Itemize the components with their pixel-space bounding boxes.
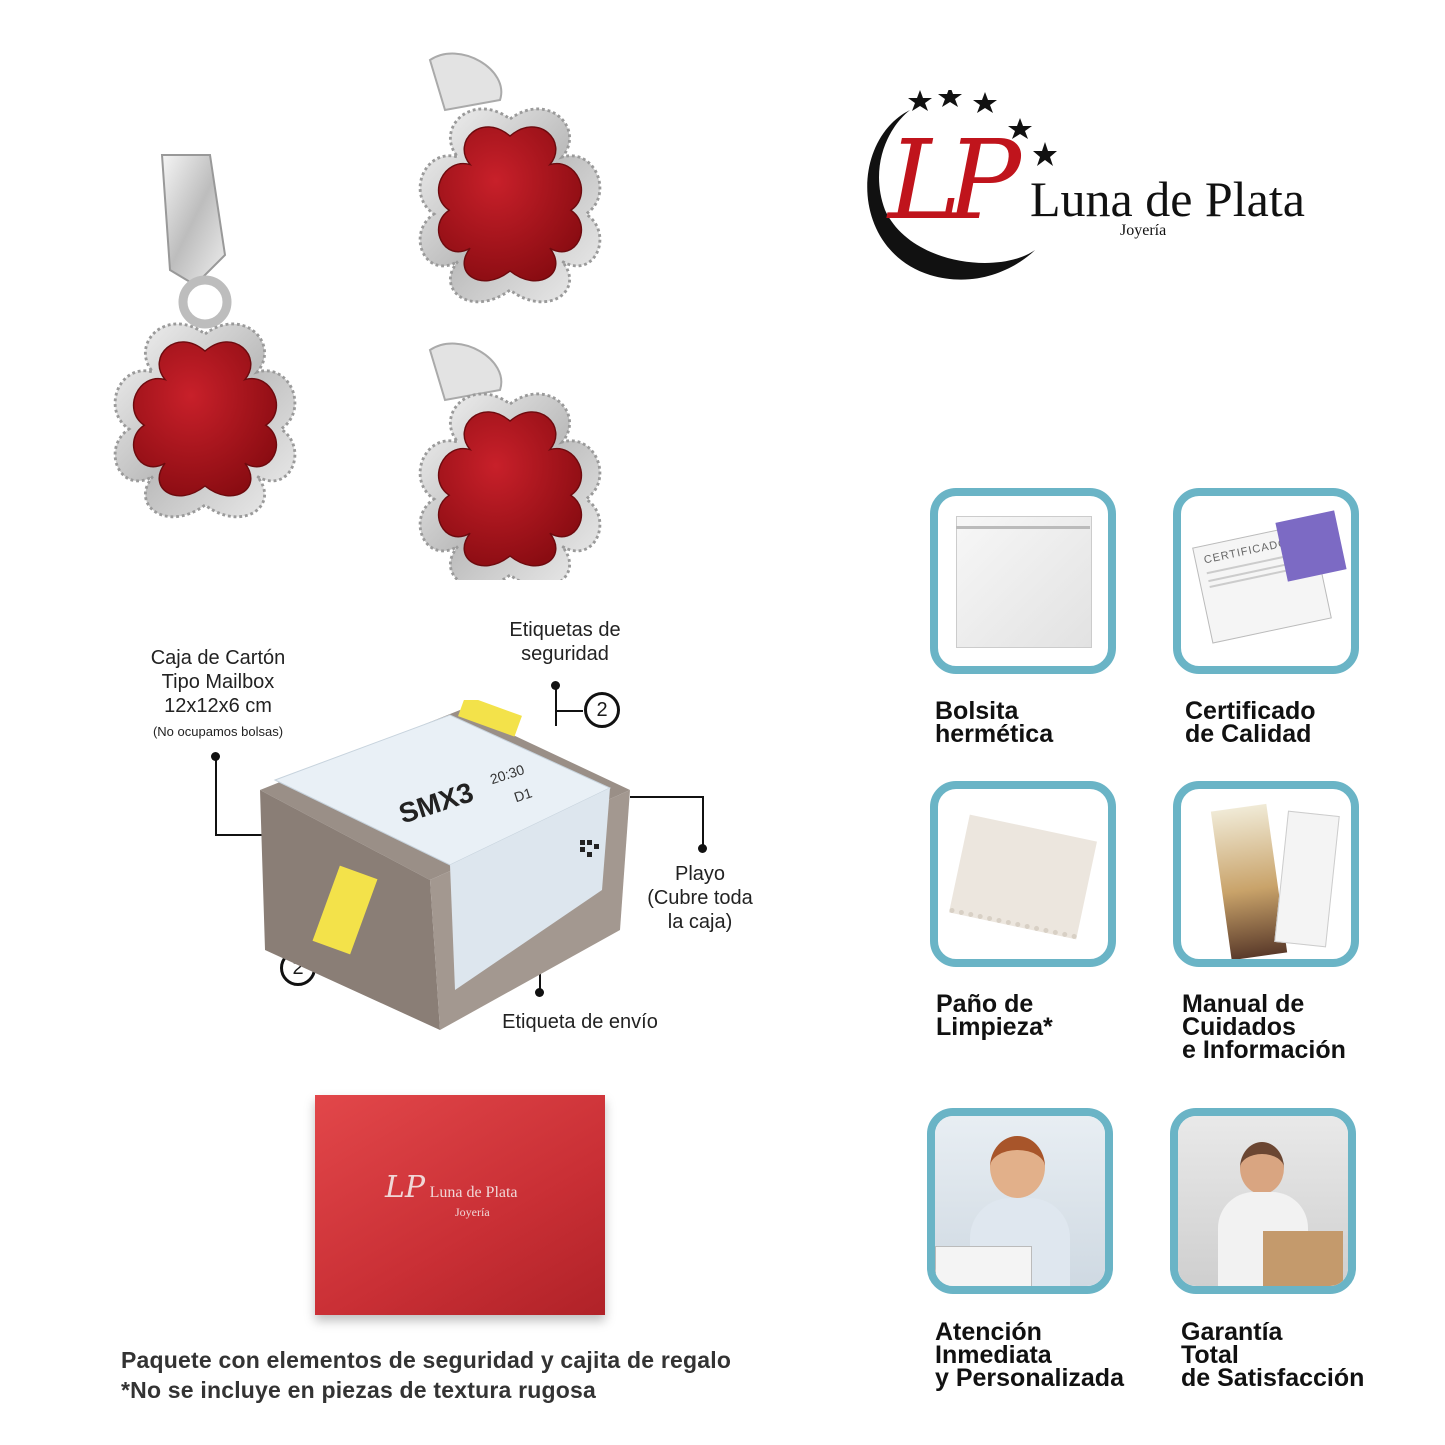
star-icon <box>1033 142 1057 166</box>
happy-customer-icon <box>1170 1108 1356 1294</box>
cleaning-cloth-icon <box>930 781 1116 967</box>
footer-note-2: *No se incluye en piezas de textura rugo… <box>121 1377 596 1403</box>
callout-line <box>215 834 265 836</box>
feature-label: Paño de Limpieza* <box>936 990 1053 1041</box>
shipping-label-label: Etiqueta de envío <box>502 1011 658 1033</box>
manual-icon <box>1173 781 1359 967</box>
footer-note-1: Paquete con elementos de seguridad y caj… <box>121 1347 732 1373</box>
pendant <box>113 154 297 519</box>
brand-logo: LP Luna de Plata Joyería <box>850 80 1390 290</box>
earring-top <box>418 52 602 304</box>
callout-dot <box>535 988 544 997</box>
logo-subtitle: Joyería <box>1120 222 1167 239</box>
security-labels-label: Etiquetas de seguridad <box>509 619 621 665</box>
callout-line <box>555 686 557 726</box>
callout-line <box>702 796 704 848</box>
certificate-icon: CERTIFICADO <box>1173 488 1359 674</box>
gift-box-wordmark: Luna de Plata <box>429 1184 518 1201</box>
earring-bottom <box>418 342 602 580</box>
zip-bag-icon <box>930 488 1116 674</box>
gift-box-illustration: LP Luna de Plata Joyería <box>315 1095 605 1315</box>
callout-line <box>555 710 583 712</box>
feature-label: Manual de Cuidados e Información <box>1182 990 1346 1064</box>
shipping-box-illustration <box>260 700 630 1030</box>
callout-dot <box>551 681 560 690</box>
box-type-label: Caja de Cartón Tipo Mailbox 12x12x6 cm (… <box>150 647 286 739</box>
wrap-label: Playo (Cubre toda la caja) <box>647 863 753 933</box>
jewelry-illustration <box>113 52 602 580</box>
gift-box-monogram: LP <box>385 1170 426 1205</box>
callout-line <box>630 796 702 798</box>
callout-dot <box>211 752 220 761</box>
callout-line <box>215 756 217 836</box>
gift-box-brand: LP Luna de Plata Joyería <box>385 1170 518 1220</box>
feature-label: Garantía Total de Satisfacción <box>1181 1318 1365 1392</box>
feature-label: Atención Inmediata y Personalizada <box>935 1318 1124 1392</box>
support-agent-icon <box>927 1108 1113 1294</box>
gift-box-subtitle: Joyería <box>455 1205 490 1219</box>
security-count-badge-top: 2 <box>584 692 620 728</box>
feature-label: Certificado de Calidad <box>1185 697 1316 748</box>
logo-monogram: LP <box>888 116 1021 244</box>
callout-dot <box>698 844 707 853</box>
crescent-moon-icon <box>867 90 1035 280</box>
logo-wordmark: Luna de Plata <box>1030 171 1305 227</box>
feature-label: Bolsita hermética <box>935 697 1054 748</box>
